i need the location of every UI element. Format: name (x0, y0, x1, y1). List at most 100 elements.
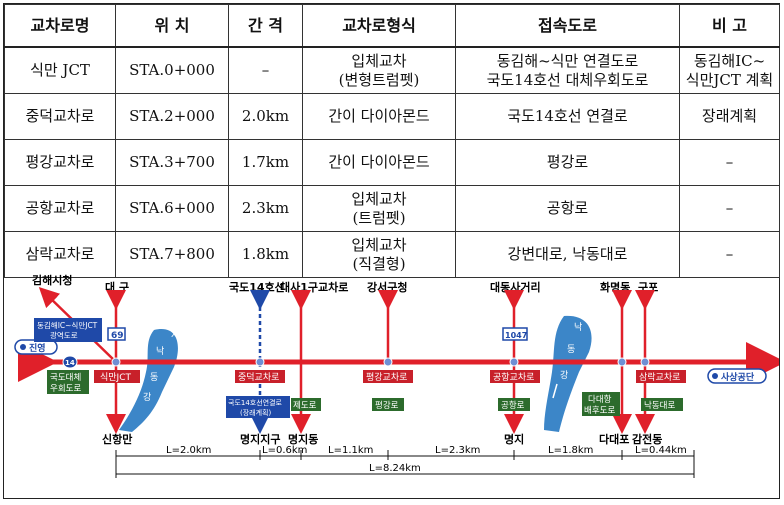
river-label: 강 (143, 392, 151, 403)
destination-label: 사상공단 (721, 371, 755, 383)
river-label: 동 (567, 344, 575, 355)
gonghang-box (498, 398, 530, 411)
header-cell: 접속도로 (455, 4, 680, 48)
distance-label-total: L=8.24km (369, 463, 421, 474)
river-flow-arrow (552, 383, 558, 399)
label-gimhae-sicheong: 김해시청 (32, 273, 72, 287)
type-line: 입체교차 (351, 235, 407, 254)
bypass-box (47, 370, 89, 394)
route-shield-1047-label: 1047 (505, 331, 527, 340)
road-line: 국도14호선 대체우회도로 (486, 70, 649, 89)
note-cell: – (679, 139, 780, 186)
label-myeongji-jigu: 명지지구 (240, 432, 280, 446)
nakdong-box (641, 398, 683, 411)
destination-pill (707, 368, 767, 384)
bypass-line: 우회도로 (50, 384, 81, 394)
road-cell: 국도14호선 연결로 (455, 93, 680, 140)
note-cell: – (679, 185, 780, 232)
distance-label: L=0.6km (262, 445, 307, 456)
interchange-label: 삼락교차로 (639, 371, 680, 383)
type-cell: 간이 다이아몬드 (302, 139, 456, 186)
type-line: 입체교차 (351, 51, 407, 70)
gonghang-label: 공항로 (501, 401, 525, 411)
name-cell: 중덕교차로 (4, 93, 116, 140)
header-cell: 간 격 (228, 4, 303, 48)
type-line: (직결형) (352, 254, 406, 273)
regional-road-box (34, 318, 102, 342)
bypass-line: 국도대체 (50, 372, 81, 383)
interchange-node (111, 357, 121, 367)
interval-cell: 1.8km (228, 231, 303, 278)
interchange-label-box (636, 370, 686, 383)
name-cell: 공항교차로 (4, 185, 116, 232)
type-line: 입체교차 (351, 189, 407, 208)
figure-frame: 교차로명 위 치 간 격 교차로형식 접속도로 비 고 식만 JCT STA.0… (3, 3, 780, 499)
regional-road-line: 광역도로 (50, 330, 78, 340)
distance-label: L=1.8km (548, 445, 593, 456)
route-shield-14 (62, 355, 78, 369)
interchange-node (255, 357, 265, 367)
label-dadaepo: 다대포 (599, 432, 629, 446)
table-row: 평강교차로 STA.3+700 1.7km 간이 다이아몬드 평강로 – (4, 139, 780, 186)
river-label: 낙 (574, 322, 582, 333)
river-label: 동 (150, 372, 158, 383)
route-diagram: 서 낙 동 강 낙 동 강 김해시청 대 구 국도14호선 대사1구교차로 강서… (14, 273, 779, 478)
label-sinhangman: 신항만 (102, 432, 132, 446)
route-shield-69-label: 69 (111, 331, 124, 341)
station-cell: STA.2+000 (115, 93, 229, 140)
type-cell: 입체교차(직결형) (302, 231, 456, 278)
station-cell: STA.7+800 (115, 231, 229, 278)
header-cell: 교차로명 (4, 4, 116, 48)
river-label: 서 (171, 330, 179, 341)
interval-cell: – (228, 46, 303, 94)
label-gangseo: 강서구청 (367, 280, 407, 294)
jaedo-label: 제도로 (293, 401, 317, 411)
regional-road-line: 동김해IC~식만JCT (37, 320, 98, 330)
interval-cell: 2.0km (228, 93, 303, 140)
destination-dot-icon (712, 373, 718, 379)
note-cell: – (679, 231, 780, 278)
distance-label: L=2.0km (166, 445, 211, 456)
interchange-label-box (94, 370, 140, 383)
type-line: (트럼펫) (352, 208, 406, 227)
interchange-label: 식만JCT (100, 372, 131, 383)
road-cell: 공항로 (455, 185, 680, 232)
nakdong-label: 낙동대로 (644, 400, 675, 411)
interchange-node (640, 357, 650, 367)
dimension-lines (115, 450, 695, 478)
table-header-row: 교차로명 위 치 간 격 교차로형식 접속도로 비 고 (4, 4, 780, 48)
interchange-node (617, 357, 627, 367)
dadaegyo-box (582, 392, 620, 416)
interchange-label-box (363, 370, 413, 383)
label-gamjeon: 감전동 (632, 432, 662, 446)
station-cell: STA.0+000 (115, 46, 229, 94)
origin-label: 진영 (29, 342, 46, 354)
origin-dot-icon (20, 344, 26, 350)
interchange-label-box (490, 370, 540, 383)
distance-label: L=0.44km (635, 445, 687, 456)
route-shield-1047 (502, 327, 528, 341)
river-label: 낙 (156, 346, 164, 357)
table-row: 식만 JCT STA.0+000 – 입체교차(변형트럼펫) 동김해~식만 연결… (4, 46, 780, 94)
name-cell: 삼락교차로 (4, 231, 116, 278)
distance-label: L=1.1km (328, 445, 373, 456)
interchange-node (383, 357, 393, 367)
type-cell: 입체교차(트럼펫) (302, 185, 456, 232)
header-cell: 교차로형식 (302, 4, 456, 48)
interchange-label: 공항교차로 (493, 371, 534, 383)
interchange-label: 평강교차로 (366, 371, 407, 383)
note-cell: 장래계획 (679, 93, 780, 140)
guk14-link-box (226, 396, 290, 418)
name-cell: 식만 JCT (4, 46, 116, 94)
interchange-table: 교차로명 위 치 간 격 교차로형식 접속도로 비 고 식만 JCT STA.0… (4, 4, 780, 278)
name-cell: 평강교차로 (4, 139, 116, 186)
note-line: 동김해IC~ (693, 51, 766, 70)
label-daegu: 대 구 (105, 280, 129, 294)
label-guk14: 국도14호선 (229, 280, 285, 294)
label-myeongji-dong: 명지동 (288, 432, 318, 446)
table-row: 삼락교차로 STA.7+800 1.8km 입체교차(직결형) 강변대로, 낙동… (4, 231, 780, 278)
table-row: 중덕교차로 STA.2+000 2.0km 간이 다이아몬드 국도14호선 연결… (4, 93, 780, 140)
note-cell: 동김해IC~식만JCT 계획 (679, 46, 780, 94)
table-row: 공항교차로 STA.6+000 2.3km 입체교차(트럼펫) 공항로 – (4, 185, 780, 232)
